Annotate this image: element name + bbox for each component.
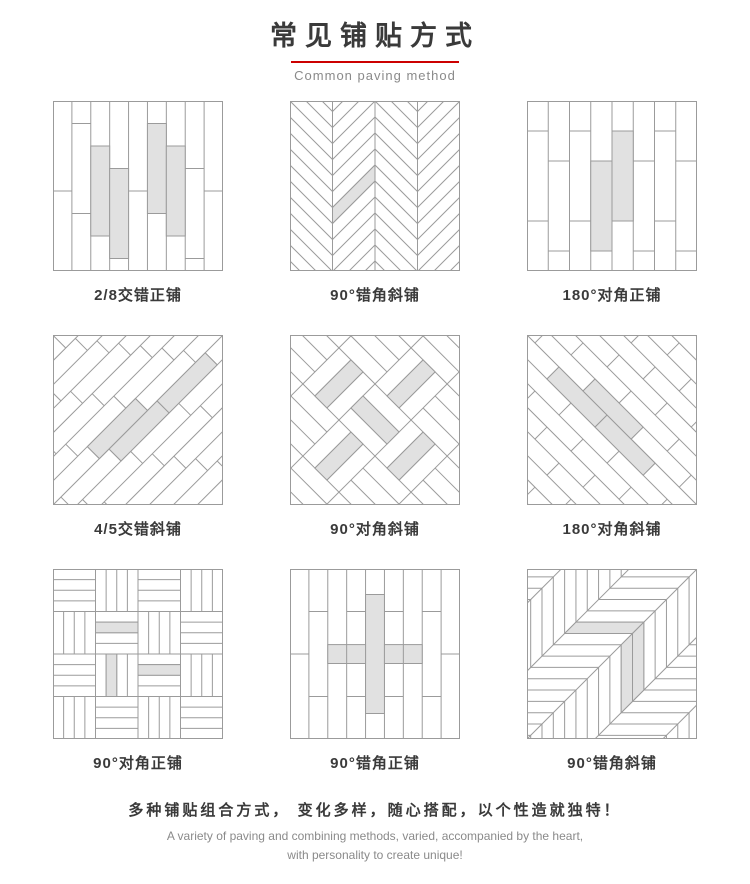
footer-text-en-line2: with personality to create unique! bbox=[287, 847, 463, 862]
pattern-tile-7 bbox=[53, 569, 223, 739]
pattern-label-1: 2/8交错正铺 bbox=[94, 287, 182, 304]
pattern-svg-p2 bbox=[290, 101, 460, 271]
pattern-cell-9: 90°错角斜铺 bbox=[527, 569, 697, 773]
pattern-cell-2: 90°错角斜铺 bbox=[290, 101, 460, 305]
pattern-tile-3 bbox=[527, 101, 697, 271]
pattern-tile-2 bbox=[290, 101, 460, 271]
pattern-tile-4 bbox=[53, 335, 223, 505]
pattern-svg-p6 bbox=[527, 335, 697, 505]
pattern-cell-3: 180°对角正铺 bbox=[527, 101, 697, 305]
footer-text-en: A variety of paving and combining method… bbox=[0, 827, 750, 864]
pattern-label-8: 90°错角正铺 bbox=[330, 755, 420, 772]
page-title: 常见铺贴方式 bbox=[270, 21, 480, 51]
footer: 多种铺贴组合方式， 变化多样，随心搭配，以个性造就独特！ A variety o… bbox=[0, 799, 750, 884]
pattern-cell-6: 180°对角斜铺 bbox=[527, 335, 697, 539]
pattern-tile-6 bbox=[527, 335, 697, 505]
pattern-cell-8: 90°错角正铺 bbox=[290, 569, 460, 773]
pattern-tile-1 bbox=[53, 101, 223, 271]
footer-text-en-line1: A variety of paving and combining method… bbox=[166, 829, 584, 843]
pattern-label-5: 90°对角斜铺 bbox=[330, 521, 420, 538]
footer-text-cn: 多种铺贴组合方式， 变化多样，随心搭配，以个性造就独特！ bbox=[128, 802, 622, 819]
pattern-svg-p5 bbox=[290, 335, 460, 505]
pattern-svg-p8 bbox=[290, 569, 460, 739]
pattern-tile-5 bbox=[290, 335, 460, 505]
page-subtitle: Common paving method bbox=[294, 68, 456, 83]
pattern-label-9: 90°错角斜铺 bbox=[567, 755, 657, 772]
pattern-cell-1: 2/8交错正铺 bbox=[53, 101, 223, 305]
title-accent-divider bbox=[291, 61, 459, 63]
pattern-svg-p9 bbox=[527, 569, 697, 739]
pattern-tile-8 bbox=[290, 569, 460, 739]
pattern-svg-p1 bbox=[53, 101, 223, 271]
pattern-cell-4: 4/5交错斜铺 bbox=[53, 335, 223, 539]
pattern-svg-p3 bbox=[527, 101, 697, 271]
pattern-cell-7: 90°对角正铺 bbox=[53, 569, 223, 773]
header: 常见铺贴方式 Common paving method bbox=[0, 14, 750, 83]
pattern-svg-p4 bbox=[53, 335, 223, 505]
pattern-label-4: 4/5交错斜铺 bbox=[94, 521, 182, 538]
pattern-label-7: 90°对角正铺 bbox=[93, 755, 183, 772]
pattern-label-2: 90°错角斜铺 bbox=[330, 287, 420, 304]
pattern-tile-9 bbox=[527, 569, 697, 739]
pattern-svg-p7 bbox=[53, 569, 223, 739]
patterns-grid: 2/8交错正铺 90°错角斜铺 180°对角正铺 4/5交错斜铺 90°对角斜铺 180°… bbox=[53, 101, 697, 773]
pattern-label-3: 180°对角正铺 bbox=[562, 287, 662, 304]
pattern-cell-5: 90°对角斜铺 bbox=[290, 335, 460, 539]
pattern-label-6: 180°对角斜铺 bbox=[562, 521, 662, 538]
